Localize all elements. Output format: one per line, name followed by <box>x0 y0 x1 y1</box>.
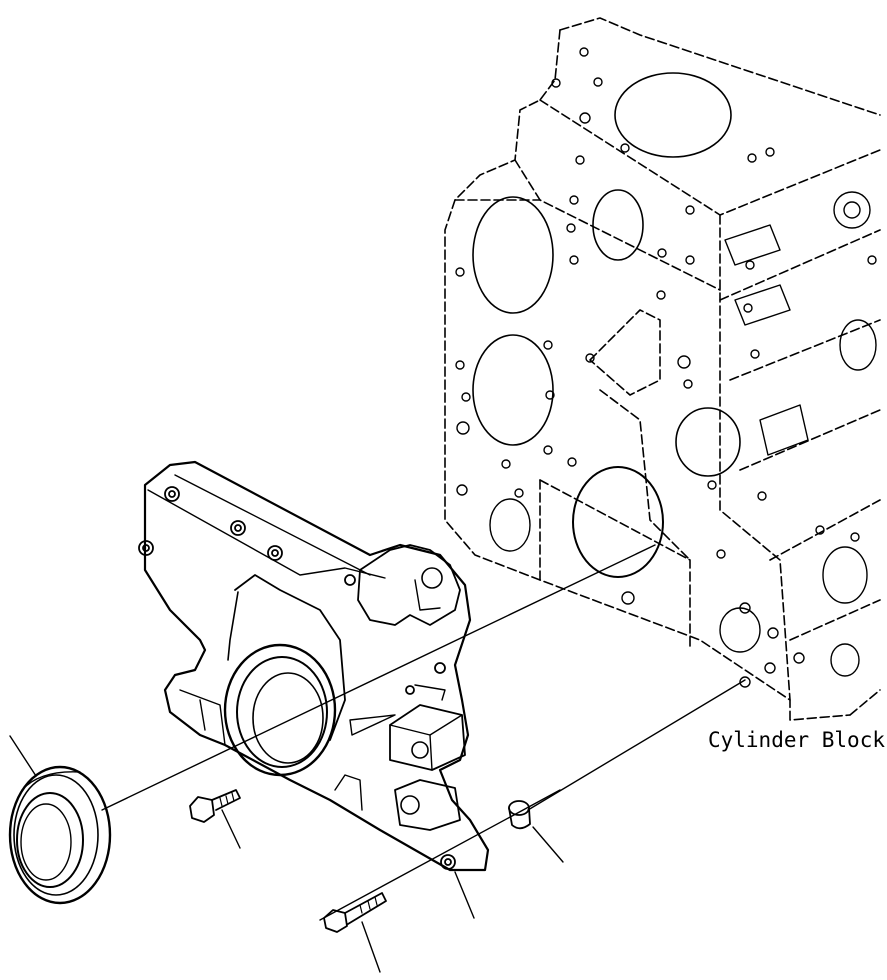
bolt-short <box>189 789 241 823</box>
callout-leaders <box>9 735 564 973</box>
assembly-lines <box>101 544 746 921</box>
bolt-long <box>323 892 387 933</box>
cylinder-block <box>444 17 881 721</box>
cylinder-block-label: Cylinder Block <box>708 728 885 752</box>
front-gear-case <box>138 460 490 872</box>
oil-seal <box>8 765 112 905</box>
dowel-pin <box>508 800 531 830</box>
